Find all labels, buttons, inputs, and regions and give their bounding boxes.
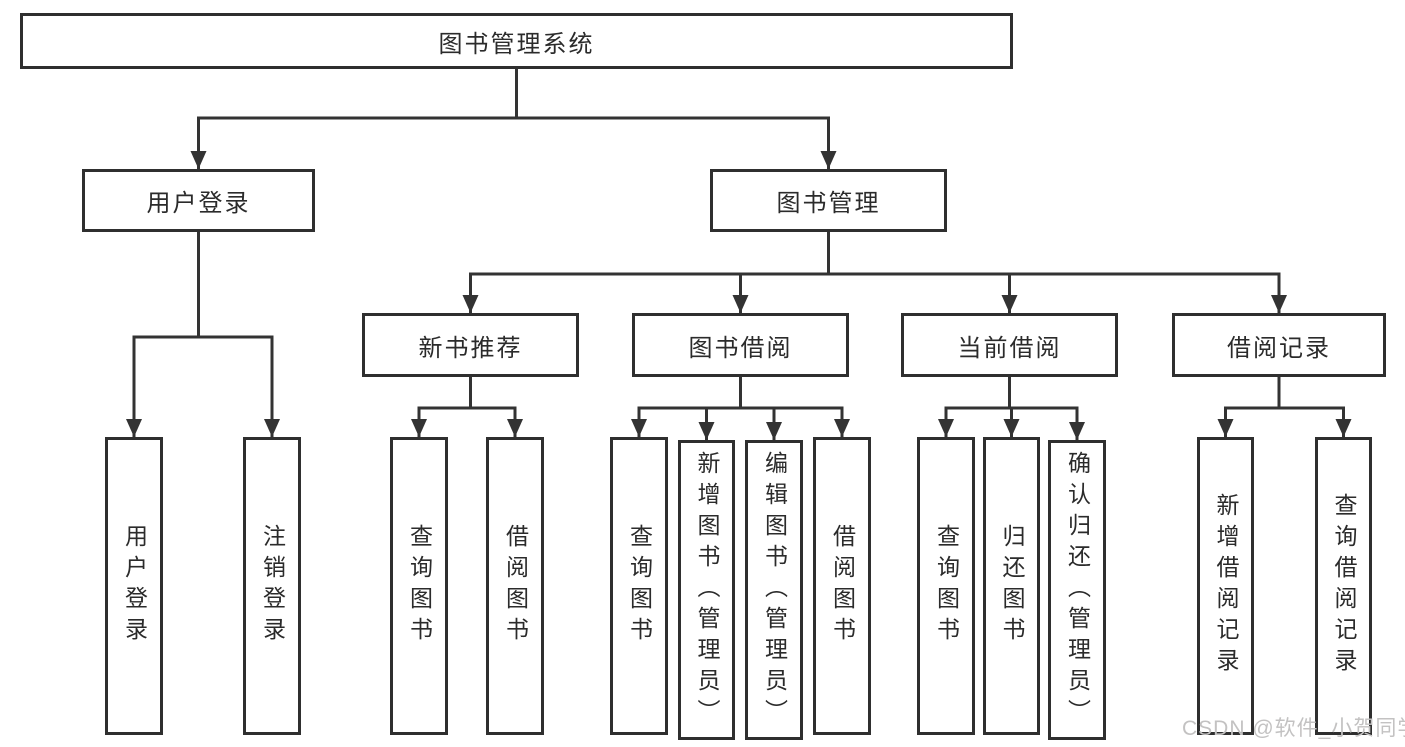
connector-borrow-records-to-query-record [1277, 377, 1352, 437]
node-book-mgmt: 图书管理 [710, 169, 947, 232]
connector-user-login-to-leaf-logout [197, 232, 280, 437]
connector-root-to-user-login [190, 69, 518, 169]
leaf-borrow-books-2-label: 借阅图书 [829, 524, 856, 648]
leaf-query-books-1: 查询图书 [390, 437, 448, 735]
connector-current-borrow-to-return [1003, 377, 1020, 437]
node-book-borrow: 图书借阅 [632, 313, 849, 377]
connector-current-borrow-to-confirm-return [1008, 377, 1085, 440]
connector-borrow-records-to-add-record [1217, 377, 1281, 437]
node-root: 图书管理系统 [20, 13, 1013, 69]
leaf-query-borrow-record-label: 查询借阅记录 [1331, 493, 1357, 679]
leaf-add-book-admin-label: 新增图书（管理员） [694, 450, 720, 730]
leaf-query-borrow-record: 查询借阅记录 [1315, 437, 1372, 735]
leaf-add-borrow-record: 新增借阅记录 [1197, 437, 1254, 735]
connector-new-book-to-query1 [411, 377, 472, 437]
connector-book-mgmt-to-borrow-records [827, 232, 1287, 313]
node-new-book-recommend-label: 新书推荐 [418, 334, 523, 362]
node-borrow-records-label: 借阅记录 [1227, 334, 1331, 362]
leaf-add-book-admin: 新增图书（管理员） [678, 440, 735, 740]
leaf-edit-book-admin: 编辑图书（管理员） [745, 440, 803, 740]
connector-user-login-to-leaf-user-login [126, 232, 200, 437]
leaf-borrow-books-2: 借阅图书 [813, 437, 871, 735]
leaf-user-login-label: 用户登录 [121, 524, 148, 648]
leaf-query-books-2-label: 查询图书 [626, 524, 653, 648]
leaf-user-login: 用户登录 [105, 437, 163, 735]
connector-book-mgmt-to-current-borrow [827, 232, 1018, 313]
node-new-book-recommend: 新书推荐 [362, 313, 579, 377]
connector-book-borrow-to-edit-book [739, 377, 782, 440]
node-current-borrow: 当前借阅 [901, 313, 1118, 377]
leaf-query-books-1-label: 查询图书 [406, 524, 433, 648]
node-current-borrow-label: 当前借阅 [957, 334, 1062, 362]
connector-book-borrow-to-query2 [631, 377, 742, 437]
leaf-query-books-2: 查询图书 [610, 437, 668, 735]
connector-book-mgmt-to-new-book [462, 232, 830, 313]
leaf-return-book-label: 归还图书 [999, 524, 1025, 648]
connector-root-to-book-mgmt [515, 69, 837, 169]
node-root-label: 图书管理系统 [438, 30, 595, 58]
leaf-logout: 注销登录 [243, 437, 301, 735]
csdn-watermark: CSDN @软件_小贺同学 [1182, 717, 1405, 740]
leaf-query-books-3: 查询图书 [917, 437, 975, 735]
leaf-logout-label: 注销登录 [259, 524, 286, 648]
connector-book-borrow-to-borrow2 [739, 377, 850, 437]
leaf-borrow-books-1-label: 借阅图书 [502, 524, 529, 648]
node-book-mgmt-label: 图书管理 [776, 190, 881, 217]
leaf-borrow-books-1: 借阅图书 [486, 437, 544, 735]
leaf-return-book: 归还图书 [983, 437, 1040, 735]
node-user-login-label: 用户登录 [146, 190, 251, 217]
connector-book-mgmt-to-book-borrow [732, 232, 830, 313]
node-book-borrow-label: 图书借阅 [688, 334, 793, 362]
connector-book-borrow-to-add-book [698, 377, 742, 440]
leaf-add-borrow-record-label: 新增借阅记录 [1213, 493, 1239, 679]
connector-current-borrow-to-query3 [938, 377, 1011, 437]
node-borrow-records: 借阅记录 [1172, 313, 1386, 377]
node-user-login: 用户登录 [82, 169, 315, 232]
connector-new-book-to-borrow1 [469, 377, 523, 437]
leaf-confirm-return-admin-label: 确认归还（管理员） [1064, 450, 1091, 730]
leaf-edit-book-admin-label: 编辑图书（管理员） [761, 450, 788, 730]
leaf-confirm-return-admin: 确认归还（管理员） [1048, 440, 1106, 740]
leaf-query-books-3-label: 查询图书 [933, 524, 960, 648]
